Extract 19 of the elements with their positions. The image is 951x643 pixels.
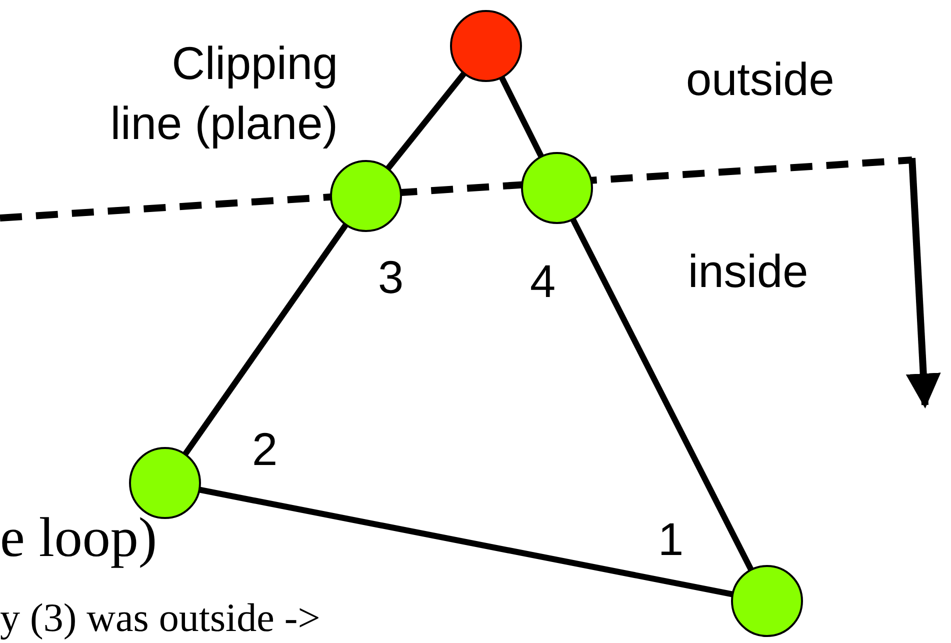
triangle-edge: [386, 71, 466, 171]
vertex-circle: [731, 565, 803, 637]
point-number: 2: [252, 422, 278, 477]
triangle-edge: [498, 76, 544, 158]
vertex-circle: [521, 152, 593, 224]
region-label: outside: [686, 52, 834, 107]
text-fragment: e loop): [0, 510, 158, 566]
vertex-circle: [450, 10, 522, 82]
vertex-circle: [129, 447, 201, 519]
vertex-circle: [330, 160, 402, 232]
point-number: 1: [658, 512, 684, 567]
point-number: 4: [530, 254, 556, 309]
triangle-edge: [182, 222, 348, 456]
triangle-edge: [198, 486, 734, 598]
text-fragment: y (3) was outside ->: [0, 598, 320, 638]
triangle-edge: [570, 218, 754, 572]
point-number: 3: [378, 250, 404, 305]
plane-label: Clipping line (plane): [109, 36, 338, 151]
region-label: inside: [688, 244, 808, 299]
